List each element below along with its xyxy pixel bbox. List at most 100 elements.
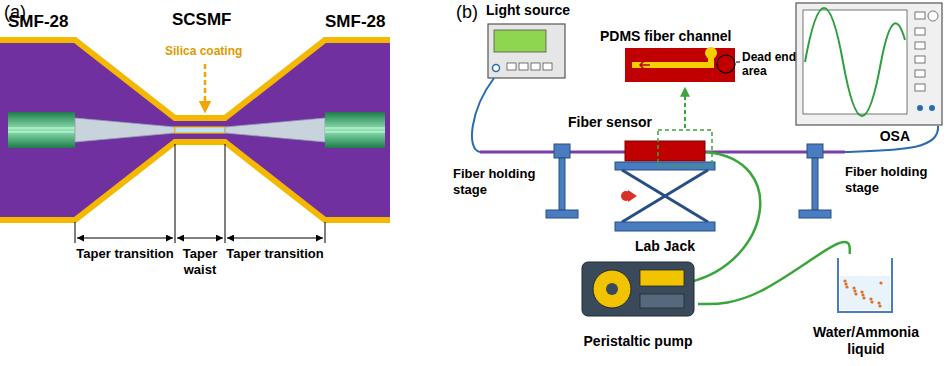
dimension-lines <box>225 144 226 243</box>
light-source-device <box>493 65 500 72</box>
liquid-dot <box>860 290 863 293</box>
fiber-label: SCSMF <box>172 10 232 30</box>
node-label: OSA <box>796 128 910 145</box>
liquid-dot <box>853 289 856 292</box>
liquid-dot <box>877 301 880 304</box>
pdms-fiber-channel <box>625 48 735 82</box>
tapered-fiber <box>0 40 390 220</box>
beaker <box>838 258 892 312</box>
liquid-dot <box>870 300 873 303</box>
liquid-dot <box>869 297 872 300</box>
lab-jack <box>622 170 708 222</box>
part-label: PDMS fiber channel <box>600 28 731 45</box>
tapered-fiber <box>325 128 385 129</box>
peristaltic-pump <box>582 262 694 316</box>
light-source-device <box>488 24 565 78</box>
osa-device <box>805 8 905 116</box>
panel-label: (b) <box>456 2 478 24</box>
tapered-fiber <box>8 132 75 133</box>
tapered-fiber <box>175 127 225 133</box>
liquid-dot <box>844 282 847 285</box>
tapered-fiber <box>325 112 385 148</box>
light-source-device <box>488 24 565 78</box>
dimension-label: Taper transition <box>76 246 173 262</box>
osa-device: OSA <box>796 3 942 145</box>
peristaltic-pump: Peristaltic pump <box>578 258 698 350</box>
fiber-label: SMF-28 <box>325 12 385 32</box>
peristaltic-pump <box>582 262 694 316</box>
dimension-lines <box>177 238 223 239</box>
peristaltic-pump <box>640 270 684 286</box>
fiber-holding-stage <box>546 210 578 218</box>
fiber-holding-stage <box>807 144 823 158</box>
peristaltic-pump <box>606 283 618 295</box>
part-label: Fiber sensor <box>568 114 652 131</box>
tapered-fiber <box>0 40 390 118</box>
fiber-holding-stage <box>799 210 831 218</box>
fiber-holding-stage <box>812 158 818 210</box>
beaker <box>838 258 892 312</box>
fiber-cables <box>472 78 494 152</box>
dimension-lines <box>175 144 176 243</box>
tapered-fiber <box>325 132 385 133</box>
liquid-dot <box>854 292 857 295</box>
node-label: Light source <box>486 2 574 19</box>
osa-device <box>915 12 925 19</box>
light-source-device <box>531 63 540 70</box>
tapered-fiber <box>8 112 75 148</box>
dimension-lines <box>77 238 173 239</box>
liquid-dot <box>879 281 882 284</box>
liquid-dot <box>852 286 855 289</box>
liquid-dot <box>845 285 848 288</box>
fiber-label: SMF-28 <box>8 12 68 32</box>
osa-device <box>796 3 942 125</box>
tapered-fiber <box>225 118 325 142</box>
liquid-beaker: Water/Ammonia liquid <box>812 254 920 358</box>
liquid-dot <box>843 279 846 282</box>
tapered-fiber <box>8 128 75 129</box>
dimension-lines <box>325 222 326 243</box>
light-source: Light source <box>484 2 574 82</box>
liquid-tube <box>690 152 760 282</box>
dimension-label: Taper waist <box>175 246 225 277</box>
light-source-device <box>507 63 516 70</box>
part-label: Lab Jack <box>635 238 695 255</box>
dimension-lines <box>75 222 76 243</box>
pdms-fiber-channel <box>625 47 740 82</box>
lab-jack <box>615 141 715 231</box>
light-source-device <box>494 30 546 52</box>
fiber-holding-stage <box>559 158 565 210</box>
pdms-fiber-channel <box>717 55 735 73</box>
coating-label: Silica coating <box>165 44 242 58</box>
beaker <box>843 279 882 307</box>
silica-coating-arrow <box>204 64 207 112</box>
liquid-dot <box>878 304 881 307</box>
tapered-fiber <box>0 40 390 220</box>
osa-device <box>915 70 925 77</box>
peristaltic-pump <box>593 270 631 308</box>
osa-device <box>929 105 935 111</box>
osa-device <box>915 42 925 49</box>
dimension-label: Taper transition <box>226 246 323 262</box>
sensor-callout <box>658 88 712 166</box>
pdms-fiber-channel <box>736 62 740 63</box>
sensor-callout <box>658 130 712 166</box>
lab-jack <box>622 170 708 222</box>
part-label: Dead end area <box>742 50 796 79</box>
osa-device <box>796 3 942 125</box>
beaker <box>840 276 890 310</box>
silica-coating-arrow <box>205 64 206 112</box>
pdms-fiber-channel <box>632 62 714 68</box>
liquid-dot <box>861 293 864 296</box>
liquid-tube <box>690 152 760 282</box>
osa-device <box>915 28 925 35</box>
peristaltic-pump <box>640 294 684 308</box>
pdms-fiber-channel <box>705 47 717 59</box>
node-label: Peristaltic pump <box>578 333 698 350</box>
osa-device <box>917 105 923 111</box>
node-label: Water/Ammonia liquid <box>812 324 920 358</box>
light-source-device <box>543 63 552 70</box>
osa-device <box>915 84 925 91</box>
dimension-lines <box>75 144 325 243</box>
